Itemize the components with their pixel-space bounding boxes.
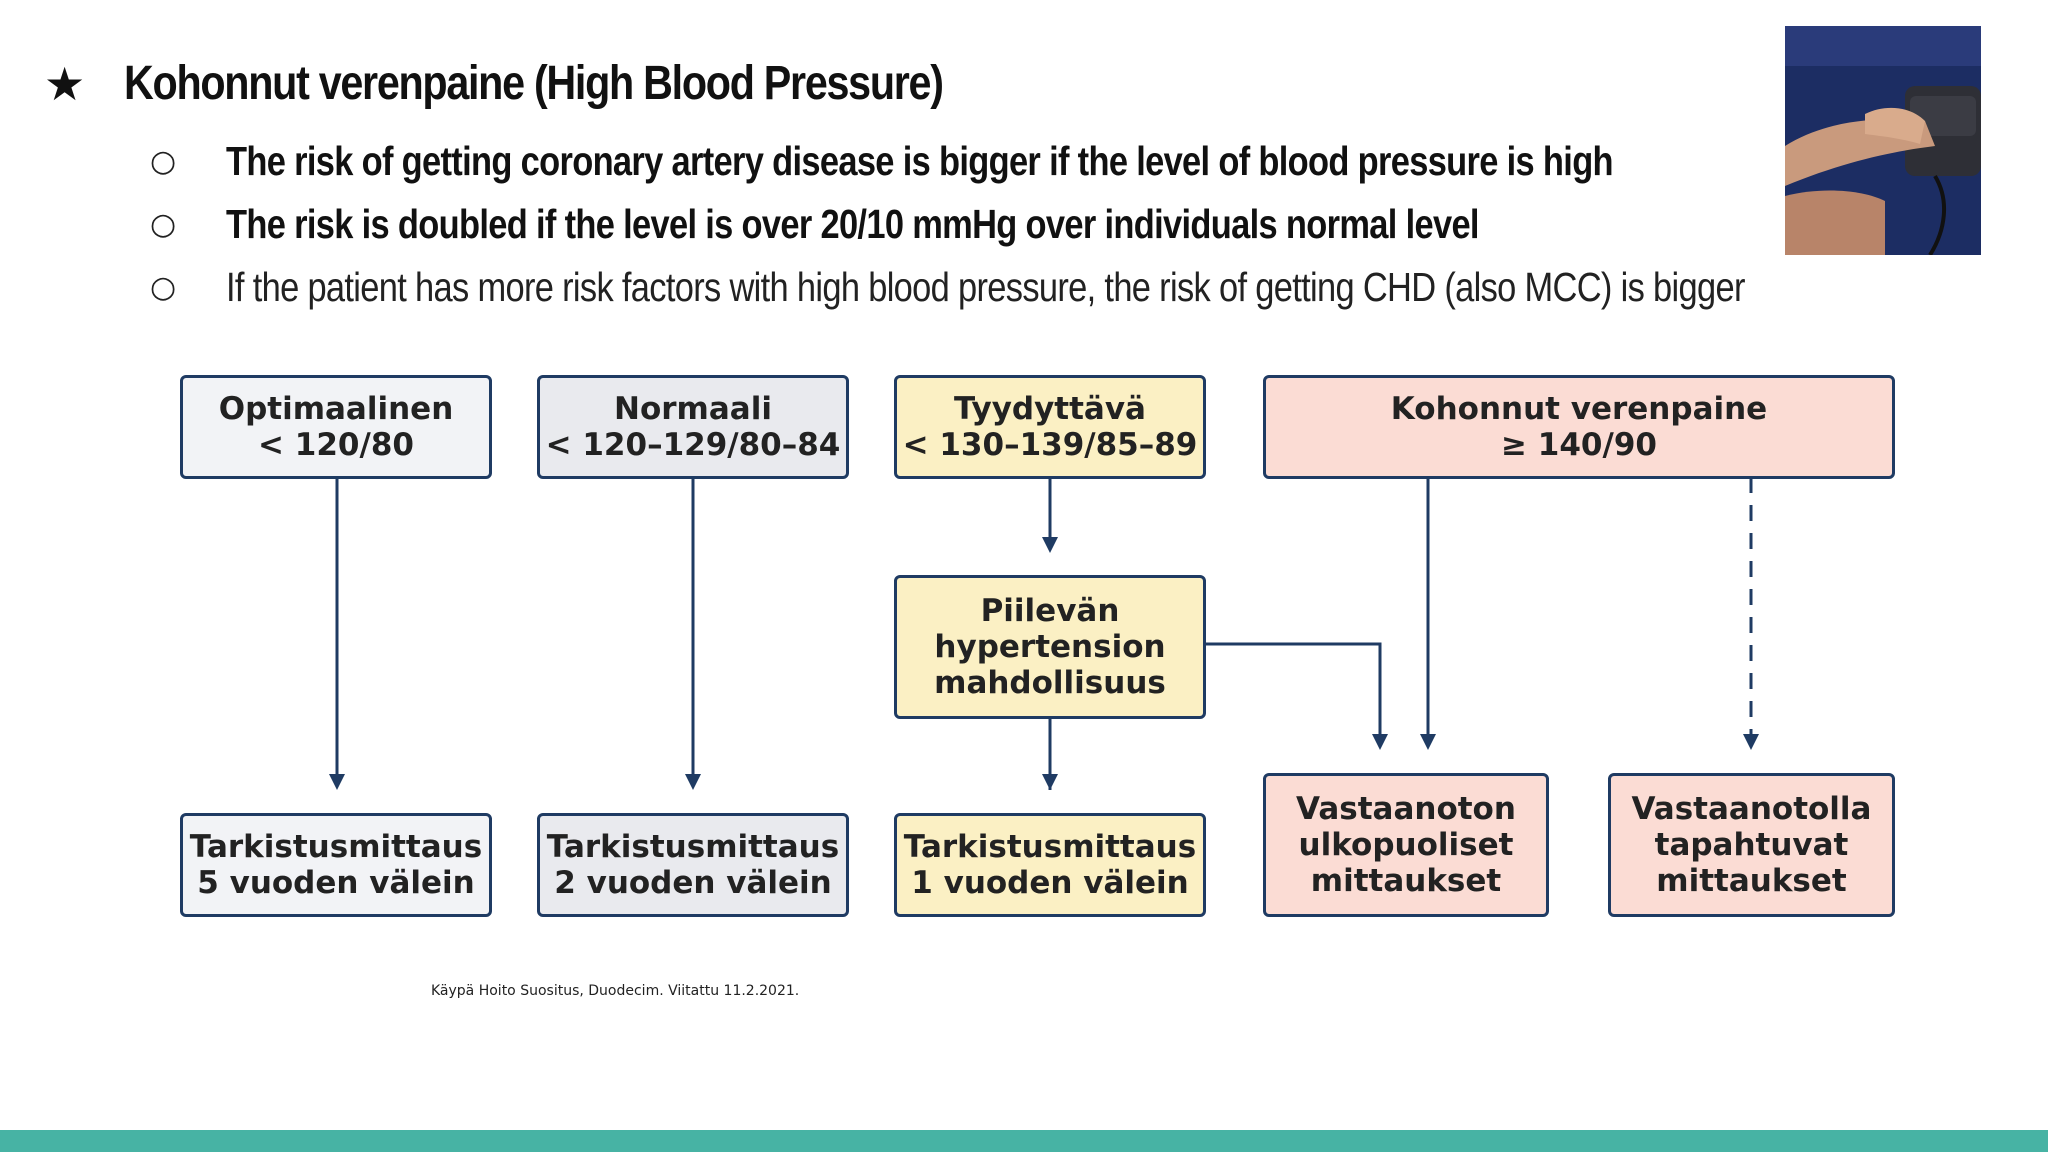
box-check-1-line1: Tarkistusmittaus	[903, 829, 1197, 865]
box-satisfactory-label: Tyydyttävä	[954, 391, 1146, 427]
box-check-2-years: Tarkistusmittaus 2 vuoden välein	[537, 813, 849, 917]
bullet-item: ○ The risk of getting coronary artery di…	[150, 130, 2034, 193]
box-normal: Normaali < 120–129/80–84	[537, 375, 849, 479]
box-high-pressure: Kohonnut verenpaine ≥ 140/90	[1263, 375, 1895, 479]
box-normal-range: < 120–129/80–84	[545, 427, 841, 463]
footer-accent-bar	[0, 1130, 2048, 1152]
bullet-text: The risk of getting coronary artery dise…	[226, 138, 1614, 184]
box-check-5-years: Tarkistusmittaus 5 vuoden välein	[180, 813, 492, 917]
star-bullet-icon: ★	[44, 56, 86, 111]
box-clinic-line1: Vastaanotolla	[1631, 791, 1872, 827]
box-latent-line1: Piilevän	[980, 593, 1120, 629]
box-high-pressure-label: Kohonnut verenpaine	[1390, 391, 1768, 427]
box-outside-line2: ulkopuoliset	[1298, 827, 1514, 863]
bullet-item: ○ If the patient has more risk factors w…	[150, 256, 2034, 319]
box-optimal-range: < 120/80	[258, 427, 414, 463]
circle-bullet-icon: ○	[150, 144, 177, 179]
arrowhead	[1743, 734, 1759, 750]
box-clinic-line2: tapahtuvat	[1654, 827, 1849, 863]
box-optimal: Optimaalinen < 120/80	[180, 375, 492, 479]
box-check-2-line1: Tarkistusmittaus	[546, 829, 840, 865]
flowchart-connectors	[329, 477, 1759, 790]
box-check-1-year: Tarkistusmittaus 1 vuoden välein	[894, 813, 1206, 917]
box-latent-line3: mahdollisuus	[934, 665, 1166, 701]
circle-bullet-icon: ○	[150, 207, 177, 242]
arrowhead	[1042, 537, 1058, 553]
box-latent-line2: hypertension	[934, 629, 1166, 665]
slide-title: Kohonnut verenpaine (High Blood Pressure…	[124, 57, 944, 110]
box-clinic-measurements: Vastaanotolla tapahtuvat mittaukset	[1608, 773, 1895, 917]
box-check-5-line1: Tarkistusmittaus	[189, 829, 483, 865]
person-measuring-blood-pressure-photo	[1785, 26, 1981, 255]
box-latent-hypertension: Piilevän hypertension mahdollisuus	[894, 575, 1206, 719]
box-clinic-line3: mittaukset	[1656, 863, 1847, 899]
arrowhead	[329, 774, 345, 790]
box-outside-clinic-measurements: Vastaanoton ulkopuoliset mittaukset	[1263, 773, 1549, 917]
circle-bullet-icon: ○	[150, 270, 177, 305]
box-normal-label: Normaali	[614, 391, 772, 427]
source-citation: Käypä Hoito Suositus, Duodecim. Viitattu…	[431, 983, 800, 999]
box-satisfactory: Tyydyttävä < 130–139/85–89	[894, 375, 1206, 479]
box-check-5-line2: 5 vuoden välein	[197, 865, 475, 901]
bullet-text: The risk is doubled if the level is over…	[226, 201, 1480, 247]
box-check-2-line2: 2 vuoden välein	[554, 865, 832, 901]
box-outside-line3: mittaukset	[1310, 863, 1502, 899]
arrowhead	[685, 774, 701, 790]
box-optimal-label: Optimaalinen	[218, 391, 454, 427]
arrowhead	[1372, 734, 1388, 750]
box-satisfactory-range: < 130–139/85–89	[902, 427, 1198, 463]
bullet-item: ○ The risk is doubled if the level is ov…	[150, 193, 2034, 256]
box-high-pressure-range: ≥ 140/90	[1501, 427, 1657, 463]
title-row: ★ Kohonnut verenpaine (High Blood Pressu…	[44, 56, 1076, 111]
arrowhead	[1042, 774, 1058, 790]
bullet-list: ○ The risk of getting coronary artery di…	[150, 130, 2034, 319]
box-outside-line1: Vastaanoton	[1296, 791, 1516, 827]
arrow-latent-to-outside	[1206, 642, 1382, 745]
bullet-text: If the patient has more risk factors wit…	[226, 264, 1745, 310]
blood-pressure-flowchart: Optimaalinen < 120/80 Normaali < 120–129…	[170, 365, 1910, 930]
box-check-1-line2: 1 vuoden välein	[911, 865, 1189, 901]
arrowhead	[1420, 734, 1436, 750]
